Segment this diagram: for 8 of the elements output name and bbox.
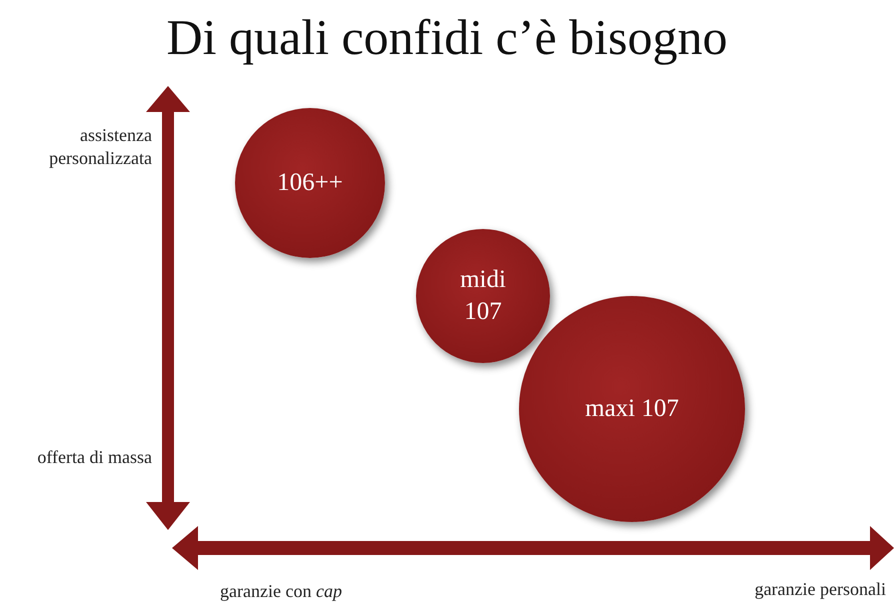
bubble-label: 106++ bbox=[276, 168, 344, 198]
axis-label: garanzie personali bbox=[754, 578, 886, 600]
axis-label: garanzie con cap bbox=[220, 580, 343, 602]
bubble-label: maxi 107 bbox=[584, 394, 680, 424]
axis-label: offerta di massa bbox=[36, 446, 152, 468]
axis-label: assistenza personalizzata bbox=[48, 124, 152, 169]
bubble-label: midi 107 bbox=[459, 264, 507, 327]
title: Di quali confidi c’è bisogno bbox=[166, 8, 728, 66]
